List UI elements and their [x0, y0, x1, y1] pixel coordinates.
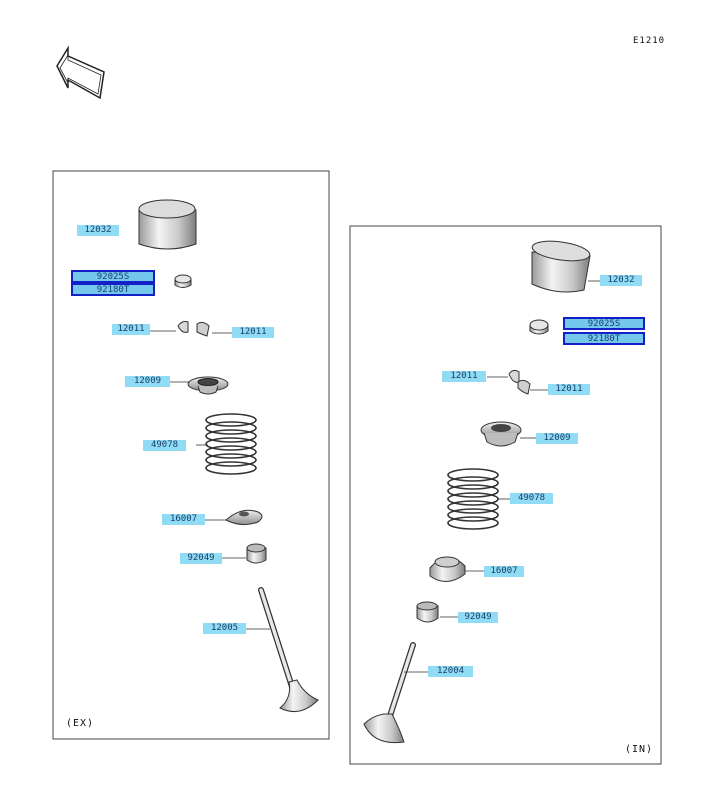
in-retainer-part — [480, 421, 536, 447]
ex-retainer-part — [170, 376, 229, 395]
ex-stem-seal-part — [222, 543, 267, 564]
in-spring-part — [447, 468, 510, 530]
in-stem-seal-label[interactable]: 92049 — [458, 612, 498, 623]
ex-stem-seal-label[interactable]: 92049 — [180, 553, 222, 564]
ex-tappet-part — [138, 199, 197, 250]
ex-shim-label-a[interactable]: 92025S — [71, 270, 155, 283]
in-shim-part — [529, 319, 549, 335]
diagram-code: E1210 — [633, 36, 666, 46]
ex-spring-label[interactable]: 49078 — [143, 440, 186, 451]
in-cotter-label-left[interactable]: 12011 — [442, 371, 486, 382]
ex-spring-seat-label[interactable]: 16007 — [162, 514, 205, 525]
intake-panel-frame — [349, 225, 662, 765]
in-spring-label[interactable]: 49078 — [510, 493, 553, 504]
ex-tappet-label[interactable]: 12032 — [77, 225, 119, 236]
in-shim-label-b[interactable]: 92180T — [563, 332, 645, 345]
exhaust-panel-frame — [52, 170, 330, 740]
in-cotter-label-right[interactable]: 12011 — [548, 384, 590, 395]
ex-cotter-label-left[interactable]: 12011 — [112, 324, 150, 335]
intake-panel-caption: (IN) — [625, 744, 654, 755]
in-spring-seat-label[interactable]: 16007 — [484, 566, 524, 577]
in-spring-seat-part — [429, 556, 484, 582]
in-cotter-part — [487, 369, 548, 395]
in-tappet-part — [531, 240, 600, 293]
ex-spring-part — [196, 413, 257, 475]
in-valve-part — [363, 642, 428, 744]
ex-spring-seat-part — [205, 509, 263, 526]
ex-cotter-label-right[interactable]: 12011 — [232, 327, 274, 338]
ex-retainer-label[interactable]: 12009 — [125, 376, 170, 387]
ex-shim-part — [174, 274, 192, 288]
ex-valve-label[interactable]: 12005 — [203, 623, 246, 634]
exhaust-panel-caption: (EX) — [66, 718, 95, 729]
ex-valve-part — [246, 587, 319, 713]
in-retainer-label[interactable]: 12009 — [536, 433, 578, 444]
ex-shim-label-b[interactable]: 92180T — [71, 283, 155, 296]
in-stem-seal-part — [416, 601, 458, 623]
ex-cotter-part — [149, 321, 232, 337]
front-arrow-icon — [56, 45, 105, 100]
in-valve-label[interactable]: 12004 — [428, 666, 473, 677]
in-tappet-label[interactable]: 12032 — [600, 275, 642, 286]
in-shim-label-a[interactable]: 92025S — [563, 317, 645, 330]
